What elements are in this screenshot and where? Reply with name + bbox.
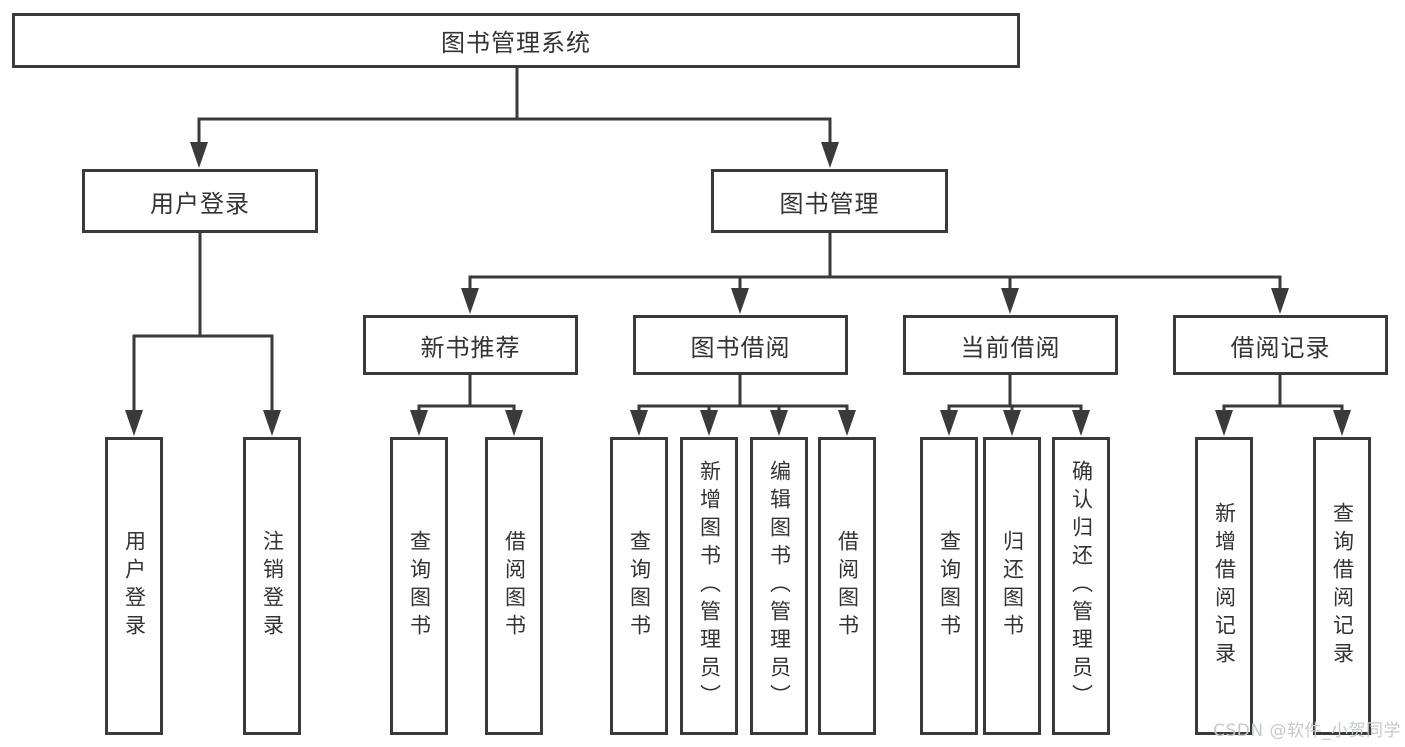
- node-book-management: 图书管理: [711, 169, 948, 233]
- leaf-label: 查询图书: [937, 530, 962, 642]
- leaf-label: 归还图书: [1000, 530, 1025, 642]
- arrow-down-icon: [1215, 410, 1233, 436]
- arrow-down-icon: [461, 288, 479, 314]
- arrow-down-icon: [1333, 410, 1351, 436]
- leaf-label: 编辑图书（管理员）: [767, 460, 792, 712]
- node-user-login: 用户登录: [82, 169, 318, 233]
- connector-recommend-bus: [417, 404, 516, 414]
- leaf-borrow-books-borrow: 借阅图书: [818, 437, 876, 735]
- leaf-add-books-admin: 新增图书（管理员）: [680, 437, 738, 735]
- leaf-confirm-return-admin: 确认归还（管理员）: [1052, 437, 1110, 735]
- node-label: 用户登录: [150, 189, 250, 218]
- leaf-label: 新增借阅记录: [1212, 502, 1237, 670]
- leaf-label: 新增图书（管理员）: [697, 460, 722, 712]
- leaf-query-books-recommend: 查询图书: [390, 437, 448, 735]
- leaf-query-borrow-record: 查询借阅记录: [1313, 437, 1371, 735]
- connector-level3-bus: [468, 275, 1282, 292]
- leaf-user-login: 用户登录: [105, 437, 163, 735]
- node-label: 图书管理系统: [441, 29, 591, 57]
- leaf-label: 用户登录: [122, 530, 147, 642]
- node-label: 新书推荐: [420, 333, 521, 362]
- leaf-label: 借阅图书: [502, 530, 527, 642]
- node-borrow-records: 借阅记录: [1173, 315, 1388, 375]
- arrow-down-icon: [410, 410, 428, 436]
- arrow-down-icon: [821, 142, 839, 168]
- connector-login-bus: [132, 334, 274, 414]
- connector-borrow-bus: [637, 404, 849, 414]
- arrow-down-icon: [505, 410, 523, 436]
- leaf-label: 查询借阅记录: [1330, 502, 1355, 670]
- leaf-add-borrow-record: 新增借阅记录: [1195, 437, 1253, 735]
- connector-level2-bus: [197, 117, 832, 146]
- leaf-label: 借阅图书: [835, 530, 860, 642]
- node-label: 图书借阅: [690, 333, 791, 362]
- leaf-borrow-books-recommend: 借阅图书: [485, 437, 543, 735]
- connector-records-bus: [1222, 404, 1344, 414]
- arrow-down-icon: [1003, 410, 1021, 436]
- leaf-return-books: 归还图书: [983, 437, 1041, 735]
- node-book-borrow: 图书借阅: [633, 315, 848, 375]
- leaf-query-books-current: 查询图书: [920, 437, 978, 735]
- leaf-label: 查询图书: [627, 530, 652, 642]
- leaf-edit-books-admin: 编辑图书（管理员）: [750, 437, 808, 735]
- arrow-down-icon: [125, 410, 143, 436]
- leaf-query-books-borrow: 查询图书: [610, 437, 668, 735]
- node-new-book-recommend: 新书推荐: [363, 315, 578, 375]
- node-label: 图书管理: [779, 189, 880, 218]
- arrow-down-icon: [731, 288, 749, 314]
- node-library-management-system: 图书管理系统: [12, 13, 1020, 68]
- arrow-down-icon: [1001, 288, 1019, 314]
- arrow-down-icon: [630, 410, 648, 436]
- watermark: CSDN @软件_小贺同学: [1213, 721, 1401, 741]
- arrow-down-icon: [770, 410, 788, 436]
- arrow-down-icon: [940, 410, 958, 436]
- arrow-down-icon: [263, 410, 281, 436]
- node-label: 借阅记录: [1230, 333, 1331, 362]
- node-current-borrow: 当前借阅: [903, 315, 1118, 375]
- arrow-down-icon: [190, 142, 208, 168]
- leaf-label: 确认归还（管理员）: [1069, 460, 1094, 712]
- leaf-label: 注销登录: [260, 530, 285, 642]
- node-label: 当前借阅: [960, 333, 1061, 362]
- arrow-down-icon: [838, 410, 856, 436]
- arrow-down-icon: [1072, 410, 1090, 436]
- arrow-down-icon: [700, 410, 718, 436]
- leaf-logout-login: 注销登录: [243, 437, 301, 735]
- leaf-label: 查询图书: [407, 530, 432, 642]
- arrow-down-icon: [1271, 288, 1289, 314]
